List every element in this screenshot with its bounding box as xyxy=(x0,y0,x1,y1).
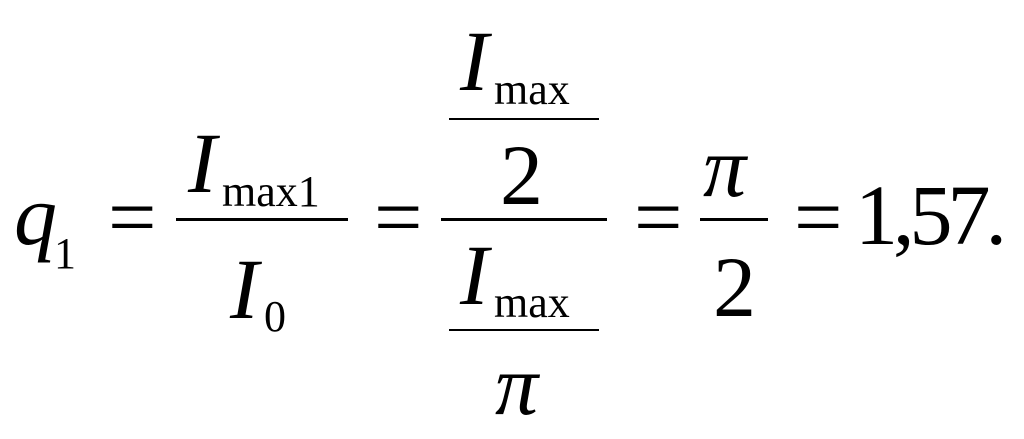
frac2-top-denominator: 2 xyxy=(500,127,543,223)
result-value: 1,57. xyxy=(855,167,1007,263)
frac2-top-numerator-subscript: max xyxy=(494,65,570,114)
lhs-subscript: 1 xyxy=(54,229,76,278)
frac2-bottom-denominator: π xyxy=(495,337,539,433)
frac1-numerator-subscript: max1 xyxy=(222,167,320,216)
frac2-top-numerator-symbol: I xyxy=(460,13,489,109)
equals-sign-3: = xyxy=(634,169,683,265)
equals-sign-2: = xyxy=(374,169,423,265)
fraction-bar-3 xyxy=(700,218,768,221)
frac2-bottom-numerator-subscript: max xyxy=(494,278,570,327)
fraction-bar-1 xyxy=(176,218,348,221)
inner-fraction-bar-bottom xyxy=(449,329,599,331)
equals-sign-1: = xyxy=(108,169,157,265)
lhs-symbol: q xyxy=(14,167,57,263)
equals-sign-4: = xyxy=(794,169,843,265)
frac1-denominator-symbol: I xyxy=(230,241,259,337)
frac3-numerator: π xyxy=(703,119,747,215)
frac1-numerator-symbol: I xyxy=(188,115,217,211)
frac2-bottom-numerator-symbol: I xyxy=(460,227,489,323)
frac3-denominator: 2 xyxy=(713,239,756,335)
frac1-denominator-subscript: 0 xyxy=(264,292,286,341)
fraction-bar-2 xyxy=(441,218,607,221)
inner-fraction-bar-top xyxy=(449,118,599,120)
